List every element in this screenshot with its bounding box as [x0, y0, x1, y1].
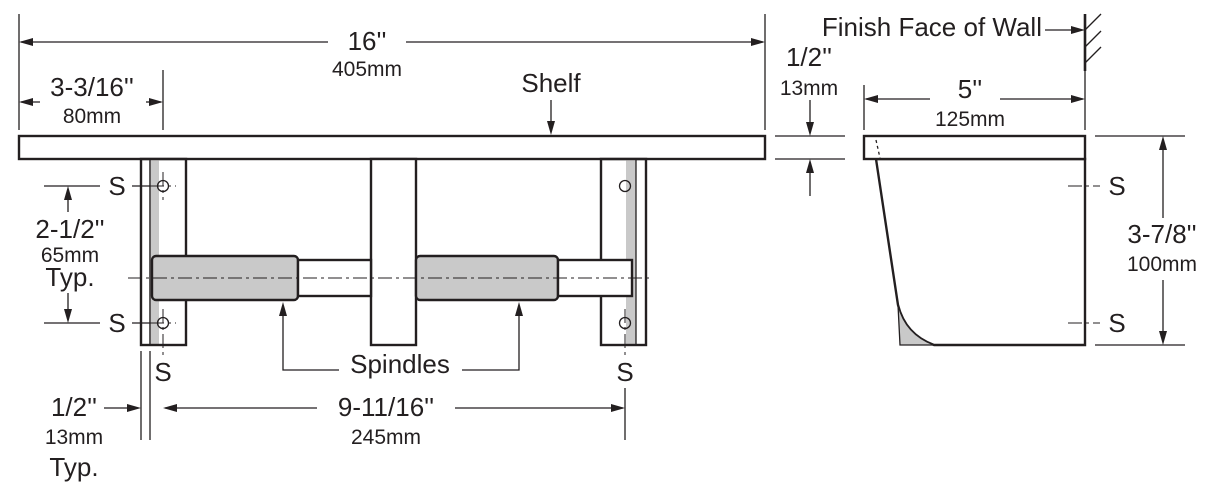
spindles-callout: Spindles — [279, 302, 523, 379]
depth-imperial: 5'' — [958, 74, 982, 104]
screw-spacing-metric: 65mm — [41, 244, 99, 267]
side-screw-label-upper: S — [1108, 171, 1125, 201]
left-spindle — [150, 254, 373, 302]
screw-labels: S S S S — [108, 171, 633, 387]
overall-width-metric: 405mm — [332, 58, 402, 81]
depth-dimension: 5'' 125mm — [863, 71, 1086, 131]
spindle-span-metric: 245mm — [351, 426, 421, 449]
screw-spacing-dimension: 2-1/2'' 65mm Typ. — [35, 185, 150, 324]
shelf-thickness-metric: 13mm — [780, 77, 838, 100]
right-upper-screw-hole — [618, 179, 632, 193]
bracket-thickness-imperial: 1/2'' — [51, 392, 97, 422]
bracket-thickness-dimension: 1/2'' 13mm Typ. — [45, 351, 151, 482]
height-metric: 100mm — [1127, 253, 1197, 276]
screw-spacing-imperial: 2-1/2'' — [35, 214, 104, 244]
front-shelf-plate — [17, 134, 767, 161]
screw-label-left-lower: S — [108, 308, 125, 338]
shelf-thickness-dimension: 1/2'' 13mm — [775, 42, 845, 196]
screw-label-left-upper: S — [108, 171, 125, 201]
spindle-span-imperial: 9-11/16'' — [338, 392, 434, 422]
depth-metric: 125mm — [935, 108, 1005, 131]
shelf-thickness-imperial: 1/2'' — [786, 42, 832, 72]
overall-width-dimension: 16'' 405mm — [18, 14, 766, 130]
spindles-label: Spindles — [350, 349, 450, 379]
right-bracket — [599, 157, 648, 347]
side-bracket-profile — [874, 157, 1087, 347]
bracket-offset-dimension: 3-3/16'' 80mm — [19, 70, 164, 130]
spindle-span-dimension: 9-11/16'' 245mm — [163, 388, 626, 449]
side-screw-label-lower: S — [1108, 308, 1125, 338]
bracket-thickness-note: Typ. — [49, 452, 98, 482]
wall-label: Finish Face of Wall — [822, 12, 1042, 42]
side-view: S S — [862, 134, 1126, 347]
side-shelf-plate — [862, 134, 1087, 161]
screw-label-left-bottom: S — [154, 357, 171, 387]
center-support — [369, 157, 418, 347]
screw-spacing-note: Typ. — [45, 262, 94, 292]
shelf-callout: Shelf — [521, 68, 581, 135]
screw-label-right-bottom: S — [616, 357, 633, 387]
bracket-offset-imperial: 3-3/16'' — [50, 72, 134, 102]
shelf-label: Shelf — [521, 68, 581, 98]
wall-callout: Finish Face of Wall — [822, 12, 1102, 71]
height-imperial: 3-7/8'' — [1127, 219, 1196, 249]
bracket-thickness-metric: 13mm — [45, 426, 103, 449]
overall-width-imperial: 16'' — [348, 26, 387, 56]
height-dimension: 3-7/8'' 100mm — [1095, 135, 1197, 346]
bracket-offset-metric: 80mm — [63, 105, 121, 128]
front-view — [17, 134, 767, 355]
